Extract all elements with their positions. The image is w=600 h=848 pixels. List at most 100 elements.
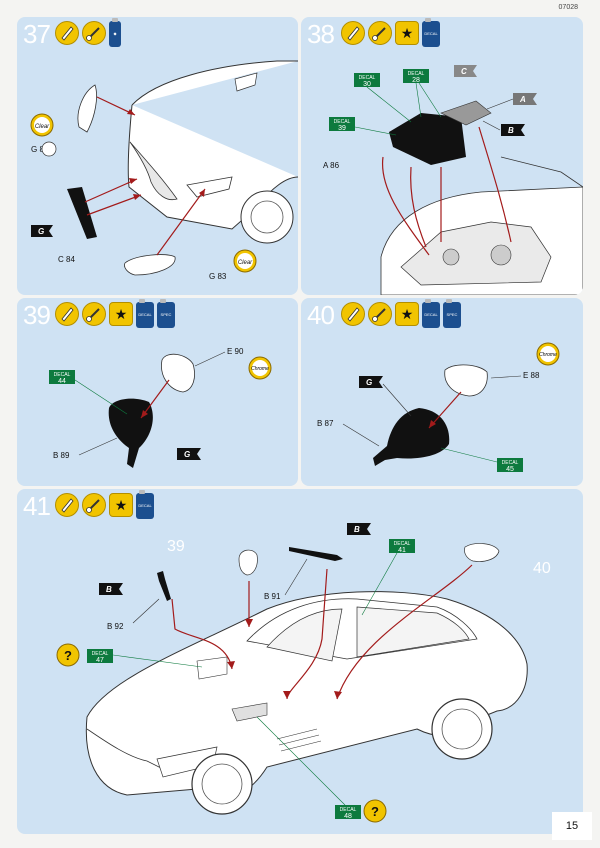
part-89	[108, 398, 153, 468]
svg-text:A: A	[519, 95, 526, 104]
part-83	[124, 254, 176, 276]
part-label: B 87	[317, 419, 334, 428]
svg-text:DECAL: DECAL	[502, 460, 519, 466]
mirror-39	[238, 549, 258, 576]
wiper-92	[157, 571, 171, 601]
chrome-badge: Chrome	[248, 356, 272, 380]
flag-C	[454, 65, 477, 77]
part-85	[77, 84, 97, 133]
decal-star-icon: ★	[109, 302, 133, 326]
part-84	[67, 187, 97, 239]
step-number: 40	[307, 300, 335, 330]
tool-icons: ◆	[55, 18, 121, 47]
page-number: 15	[552, 812, 592, 840]
svg-text:G: G	[184, 450, 190, 459]
part-label: B 92	[107, 622, 124, 631]
svg-text:41: 41	[398, 547, 406, 554]
step-38-diagram: DECAL 30 DECAL 28 DECAL 39 C A B A 86	[323, 65, 583, 295]
step-38-panel: 38 ★ DECAL DECAL 30 DECAL 2	[301, 17, 583, 295]
decal-28: DECAL 28	[403, 69, 429, 84]
wiper-91	[289, 547, 343, 561]
decal-star-icon: ★	[109, 493, 133, 517]
question-icon: ?	[56, 643, 80, 667]
svg-text:DECAL: DECAL	[340, 807, 357, 813]
decal-41: DECAL 41	[389, 539, 415, 554]
chrome-badge: Chrome	[536, 342, 560, 366]
svg-text:G: G	[38, 227, 44, 236]
part-label: E 88	[523, 371, 540, 380]
decal-30: DECAL 30	[354, 73, 380, 88]
step-40-panel: 40 ★ DECAL SPEC Chrome E 88 B 87 DECAL 4…	[301, 298, 583, 486]
special-can-icon: SPEC	[157, 299, 175, 328]
flag-G	[359, 376, 383, 388]
svg-text:DECAL: DECAL	[54, 372, 71, 378]
decal-fix-can-icon: DECAL	[422, 18, 440, 47]
special-can-icon: SPEC	[443, 299, 461, 328]
decal-star-icon: ★	[395, 21, 419, 45]
step-37-panel: 37 ◆	[17, 17, 298, 295]
step-39-diagram: Chrome E 90 B 89 DECAL 44 G	[49, 347, 272, 468]
paint-brush-icon	[82, 493, 106, 517]
decal-fix-can-icon: DECAL	[136, 490, 154, 519]
paint-brush-icon	[82, 302, 106, 326]
part-90	[161, 353, 195, 393]
step-number: 37	[23, 19, 51, 49]
svg-text:45: 45	[506, 466, 514, 473]
question-icon: ?	[363, 799, 387, 823]
svg-text:?: ?	[64, 648, 72, 663]
svg-text:G: G	[366, 378, 372, 387]
flag-G	[31, 225, 53, 237]
svg-text:B: B	[508, 126, 514, 135]
decal-star-icon: ★	[395, 302, 419, 326]
tool-icons: ★ DECAL SPEC	[341, 299, 461, 328]
tool-icons: ★ DECAL	[55, 490, 154, 519]
tool-icons: ★ DECAL	[341, 18, 440, 47]
svg-text:39: 39	[338, 125, 346, 132]
part-label: B 91	[264, 592, 281, 601]
paint-brush-icon	[82, 21, 106, 45]
svg-text:Clear: Clear	[238, 260, 253, 266]
decal-fix-can-icon: DECAL	[136, 299, 154, 328]
part-label: A 86	[323, 161, 340, 170]
svg-text:DECAL: DECAL	[359, 75, 376, 81]
paint-can-icon: ◆	[109, 18, 121, 47]
step-37-diagram: Clear Clear G 85 C 84 G 83 G	[30, 60, 298, 281]
part-label: B 89	[53, 451, 70, 460]
flag-B	[501, 124, 525, 136]
callout-40: 40	[533, 560, 551, 577]
svg-text:DECAL: DECAL	[394, 541, 411, 547]
step-number: 38	[307, 19, 335, 49]
svg-text:DECAL: DECAL	[408, 71, 425, 77]
callout-39: 39	[167, 538, 185, 555]
decal-47: DECAL 47	[87, 649, 113, 664]
step-41-panel: 41 ★ DECAL 39 40	[17, 489, 583, 834]
part-label: G 85	[31, 145, 49, 154]
glue-icon	[341, 302, 365, 326]
decal-fix-can-icon: DECAL	[422, 299, 440, 328]
step-number: 41	[23, 491, 51, 521]
clear-badge: Clear	[233, 249, 257, 273]
part-label: G 83	[209, 272, 227, 281]
svg-text:DECAL: DECAL	[334, 119, 351, 125]
part-C	[440, 100, 492, 126]
svg-text:Clear: Clear	[35, 124, 50, 130]
part-87	[373, 408, 450, 466]
svg-text:48: 48	[344, 813, 352, 820]
svg-text:Chrome: Chrome	[251, 366, 269, 372]
part-86	[389, 113, 466, 165]
tool-icons: ★ DECAL SPEC	[55, 299, 175, 328]
mirror-40	[464, 543, 500, 562]
paint-brush-icon	[368, 21, 392, 45]
svg-text:B: B	[354, 525, 360, 534]
decal-45: DECAL 45	[497, 458, 523, 473]
flag-A	[513, 93, 537, 105]
svg-text:28: 28	[412, 77, 420, 84]
step-41-diagram: 39 40 B 91 B 92 B B D	[56, 523, 551, 823]
decal-48: DECAL 48	[335, 805, 361, 820]
step-40-diagram: Chrome E 88 B 87 DECAL 45 G	[317, 342, 560, 473]
decal-39: DECAL 39	[329, 117, 355, 132]
svg-text:B: B	[106, 585, 112, 594]
part-88	[444, 364, 488, 397]
svg-text:47: 47	[96, 657, 104, 664]
glue-icon	[55, 493, 79, 517]
